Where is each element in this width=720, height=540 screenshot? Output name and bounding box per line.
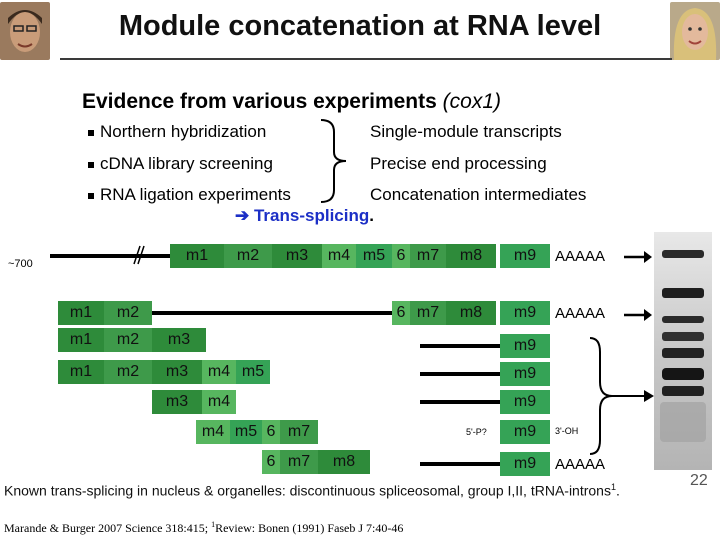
module-m9: m9 xyxy=(500,420,550,444)
break-mark-icon xyxy=(133,245,145,265)
module-m2: m2 xyxy=(104,360,152,384)
module-m3: m3 xyxy=(272,244,322,268)
module-m6: 6 xyxy=(392,301,410,325)
module-m6: 6 xyxy=(262,420,280,444)
presenter-photo-left xyxy=(0,2,50,60)
transcript-line xyxy=(420,462,500,466)
bullet-square-icon xyxy=(88,129,94,136)
arrow-right-icon xyxy=(624,309,652,321)
bullet-text: RNA ligation experiments xyxy=(100,185,291,204)
module-m5: m5 xyxy=(230,420,262,444)
footer-period: . xyxy=(616,482,620,499)
module-m2: m2 xyxy=(104,328,152,352)
module-m7: m7 xyxy=(410,301,446,325)
right-brace-icon xyxy=(320,119,347,203)
module-m1: m1 xyxy=(58,328,104,352)
module-m3: m3 xyxy=(152,390,202,414)
footer-note: Known trans-splicing in nucleus & organe… xyxy=(4,482,620,499)
presenter-photo-right xyxy=(670,2,720,60)
module-m1: m1 xyxy=(170,244,224,268)
bullet-text: Northern hybridization xyxy=(100,122,267,141)
module-m6: 6 xyxy=(262,450,280,474)
three-prime-label: 3'-OH xyxy=(555,426,579,436)
module-m1: m1 xyxy=(58,360,104,384)
polya-tail: AAAAA xyxy=(555,305,606,322)
module-m3: m3 xyxy=(152,360,202,384)
conclusion-period: . xyxy=(369,206,374,225)
module-m9: m9 xyxy=(500,301,550,325)
result-text: Concatenation intermediates xyxy=(370,185,587,204)
module-m7: m7 xyxy=(280,420,318,444)
arrow-right-icon xyxy=(624,251,652,263)
bullet-square-icon xyxy=(88,192,94,199)
conclusion-text: Trans-splicing xyxy=(253,206,370,225)
module-m2: m2 xyxy=(104,301,152,325)
module-m9: m9 xyxy=(500,452,550,476)
module-m7: m7 xyxy=(410,244,446,268)
module-m7: m7 xyxy=(280,450,318,474)
size-marker: ~700 xyxy=(8,258,33,270)
subtitle-italic: (cox1) xyxy=(442,90,502,113)
polya-tail: AAAAA xyxy=(555,248,606,265)
footnote-marker: 1 xyxy=(211,520,216,529)
review-citation-text: Review: Bonen (1991) Faseb J 7:40-46 xyxy=(215,521,404,535)
module-m5: m5 xyxy=(356,244,392,268)
transcript-line xyxy=(50,254,170,258)
northern-blot-image xyxy=(654,232,712,470)
subtitle: Evidence from various experiments (cox1) xyxy=(82,90,501,114)
module-m2: m2 xyxy=(224,244,272,268)
footer-text: Known trans-splicing in nucleus & organe… xyxy=(4,482,611,499)
module-m8: m8 xyxy=(446,301,496,325)
module-m9: m9 xyxy=(500,390,550,414)
module-m8: m8 xyxy=(318,450,370,474)
module-m8: m8 xyxy=(446,244,496,268)
module-m4: m4 xyxy=(202,360,236,384)
polya-tail: AAAAA xyxy=(555,456,606,473)
module-m4: m4 xyxy=(202,390,236,414)
five-prime-label: 5'-P? xyxy=(466,427,487,437)
module-m9: m9 xyxy=(500,334,550,358)
module-m3: m3 xyxy=(152,328,206,352)
bullet-item: cDNA library screening xyxy=(88,154,273,174)
transcript-line xyxy=(420,344,500,348)
module-m5: m5 xyxy=(236,360,270,384)
transcript-line xyxy=(420,372,500,376)
module-m9: m9 xyxy=(500,244,550,268)
module-m4: m4 xyxy=(322,244,356,268)
footnote-marker: 1 xyxy=(610,482,616,492)
result-text: Single-module transcripts xyxy=(370,122,562,141)
slide-title: Module concatenation at RNA level xyxy=(118,10,602,42)
transcript-line xyxy=(420,400,500,404)
conclusion: ➔ Trans-splicing. xyxy=(235,206,374,226)
bullet-text: cDNA library screening xyxy=(100,154,273,173)
band-grouping-brace-icon xyxy=(589,337,654,455)
bullet-item: Northern hybridization xyxy=(88,122,266,142)
subtitle-main: Evidence from various experiments xyxy=(82,90,437,113)
result-text: Precise end processing xyxy=(370,154,547,173)
citation-text: Marande & Burger 2007 Science 318:415; xyxy=(4,521,209,535)
module-m9: m9 xyxy=(500,362,550,386)
bullet-square-icon xyxy=(88,161,94,168)
module-m1: m1 xyxy=(58,301,104,325)
footer-citation: Marande & Burger 2007 Science 318:415; 1… xyxy=(4,520,403,536)
bullet-item: RNA ligation experiments xyxy=(88,185,291,205)
splice-gap-line xyxy=(152,311,392,315)
title-divider xyxy=(60,58,672,60)
page-number: 22 xyxy=(690,472,708,489)
module-m4: m4 xyxy=(196,420,230,444)
module-m6: 6 xyxy=(392,244,410,268)
arrow-right-icon: ➔ xyxy=(235,206,250,225)
